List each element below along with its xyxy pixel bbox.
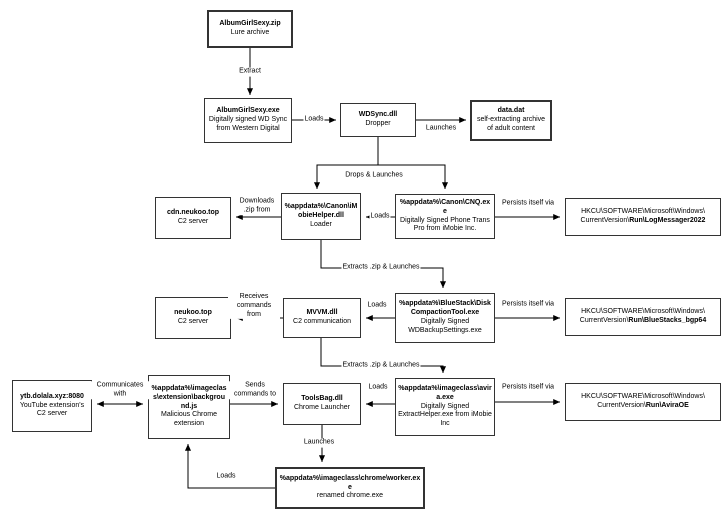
node-title: ToolsBag.dll: [301, 395, 343, 403]
node-subtitle: Loader: [310, 220, 332, 228]
node-subtitle: Malicious Chrome extension: [160, 411, 218, 428]
registry-path-line1: HKCU\SOFTWARE\Microsoft\Windows\: [581, 308, 705, 316]
node-subtitle: C2 communication: [293, 318, 351, 325]
node-data-dat: data.dat self-extracting archive of adul…: [470, 100, 552, 141]
edge-label-drops-launches: Drops & Launches: [344, 171, 404, 181]
edge-label-loads: Loads: [369, 212, 391, 222]
node-subtitle: YouTube extension's C2 server: [19, 401, 85, 418]
edge-label-loads: Loads: [367, 383, 389, 393]
node-title: MVVM.dll: [306, 309, 338, 317]
node-cdn-neukoo-c2: cdn.neukoo.top C2 server: [155, 197, 231, 239]
edge-label-communicates-with: Communicates with: [91, 381, 149, 399]
node-title: %appdata%\Canon\iMobieHelper.dll: [284, 203, 358, 220]
registry-run-key: Run\LogMessager2022: [629, 217, 706, 224]
registry-path-normal: CurrentVersion\: [579, 317, 629, 324]
registry-run-key: Run\BlueStacks_bgp64: [628, 317, 707, 324]
node-title: WDSync.dll: [358, 111, 398, 119]
registry-path-line1: HKCU\SOFTWARE\Microsoft\Windows\: [581, 208, 705, 216]
node-imobiehelper-loader: %appdata%\Canon\iMobieHelper.dll Loader: [281, 193, 361, 240]
edge-label-extracts-launches: Extracts .zip & Launches: [341, 263, 421, 273]
node-registry-logmessager: HKCU\SOFTWARE\Microsoft\Windows\ Current…: [565, 198, 721, 236]
node-ytb-c2: ytb.dolala.xyz:8080 YouTube extension's …: [12, 380, 92, 432]
node-lure-archive: AlbumGirlSexy.zip Lure archive: [207, 10, 293, 48]
edge-label-loads: Loads: [366, 301, 388, 311]
node-subtitle: renamed chrome.exe: [316, 492, 384, 500]
node-avira-exe: %appdata%\imageclass\avira.exe Digitally…: [395, 378, 495, 436]
node-subtitle: Dropper: [365, 120, 391, 127]
node-registry-avira: HKCU\SOFTWARE\Microsoft\Windows\ Current…: [565, 383, 721, 421]
node-mvvm-dll: MVVM.dll C2 communication: [283, 298, 361, 338]
node-neukoo-c2: neukoo.top C2 server: [155, 297, 231, 339]
node-subtitle: Lure archive: [230, 29, 270, 36]
node-subtitle: C2 server: [177, 218, 209, 225]
registry-path-normal: CurrentVersion\: [597, 402, 646, 409]
node-title: neukoo.top: [174, 309, 212, 317]
edge-label-downloads-zip: Downloads .zip from: [233, 197, 281, 215]
edge-label-extract: Extract: [238, 67, 262, 77]
edge-label-launches: Launches: [424, 124, 458, 134]
edge-label-persists: Persists itself via: [500, 300, 556, 310]
edge-label-receives-commands: Receives commands from: [228, 292, 280, 320]
node-wdsync-dropper: WDSync.dll Dropper: [340, 103, 416, 137]
node-title: AlbumGirlSexy.zip: [219, 20, 281, 28]
registry-path-normal: CurrentVersion\: [580, 217, 630, 224]
node-subtitle: Digitally Signed ExtractHelper.exe from …: [398, 402, 492, 428]
node-title: %appdata%\BlueStack\DiskCompactionTool.e…: [399, 300, 491, 317]
edge-label-loads: Loads: [215, 472, 237, 482]
node-cnq-exe: %appdata%\Canon\CNQ.exe Digitally Signed…: [395, 194, 495, 239]
registry-path-line2: CurrentVersion\Run\AviraOE: [568, 402, 718, 411]
edge-label-persists: Persists itself via: [500, 199, 556, 209]
node-subtitle: Digitally Signed Phone Trans Pro from iM…: [400, 216, 490, 233]
node-subtitle: C2 server: [177, 318, 209, 325]
node-title: %appdata%\imageclass\chrome\worker.exe: [279, 474, 421, 491]
node-title: cdn.neukoo.top: [166, 209, 220, 217]
node-subtitle: Chrome Launcher: [293, 404, 351, 411]
registry-path-line1: HKCU\SOFTWARE\Microsoft\Windows\: [581, 393, 705, 401]
edge-label-loads: Loads: [303, 115, 325, 125]
edge-label-extracts-launches: Extracts .zip & Launches: [341, 361, 421, 371]
node-title: data.dat: [497, 107, 525, 115]
node-subtitle: Digitally Signed WDBackupSettings.exe: [408, 318, 482, 334]
edge-label-launches: Launches: [302, 438, 336, 448]
node-subtitle: self-extracting archive of adult content: [476, 116, 546, 132]
edge-label-persists: Persists itself via: [500, 383, 556, 393]
node-title: %appdata%\Canon\CNQ.exe: [399, 198, 491, 215]
node-toolsbag-dll: ToolsBag.dll Chrome Launcher: [283, 383, 361, 425]
node-registry-bluestacks: HKCU\SOFTWARE\Microsoft\Windows\ Current…: [565, 298, 721, 336]
registry-run-key: Run\AviraOE: [645, 402, 689, 409]
node-background-js: %appdata%\imageclass\extension\backgroun…: [148, 375, 230, 439]
node-title: ytb.dolala.xyz:8080: [20, 392, 84, 400]
connector-drops-right: [378, 164, 449, 189]
node-title: %appdata%\imageclass\avira.exe: [398, 384, 492, 401]
node-lure-exe: AlbumGirlSexy.exe Digitally signed WD Sy…: [204, 98, 292, 143]
node-title: %appdata%\imageclass\extension\backgroun…: [151, 384, 227, 410]
node-diskcompactiontool: %appdata%\BlueStack\DiskCompactionTool.e…: [395, 293, 495, 343]
node-title: AlbumGirlSexy.exe: [216, 107, 280, 115]
node-worker-exe: %appdata%\imageclass\chrome\worker.exe r…: [275, 467, 425, 509]
connector-loads-background: [184, 444, 275, 489]
node-subtitle: Digitally signed WD Sync from Western Di…: [208, 116, 288, 132]
registry-path-line2: CurrentVersion\Run\LogMessager2022: [568, 217, 718, 226]
connector-drops-left: [313, 164, 378, 189]
edge-label-sends-commands: Sends commands to: [228, 381, 282, 399]
registry-path-line2: CurrentVersion\Run\BlueStacks_bgp64: [568, 317, 718, 326]
